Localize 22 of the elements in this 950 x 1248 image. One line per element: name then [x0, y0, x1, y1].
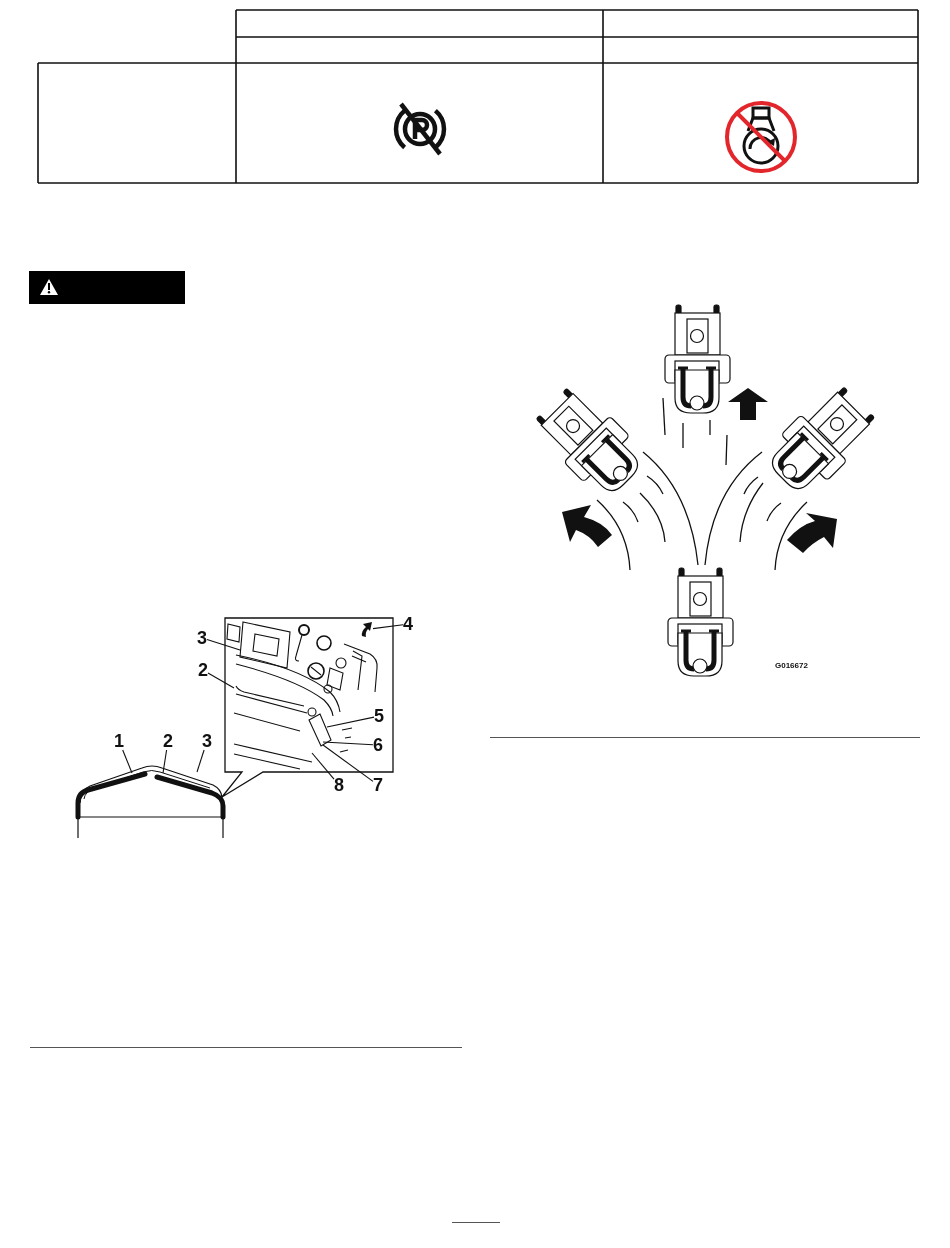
- callout-number: 1: [114, 732, 124, 750]
- leader-line: [326, 716, 375, 728]
- leader-line: [162, 749, 168, 774]
- leader-line: [207, 672, 235, 689]
- leader-line: [196, 749, 205, 773]
- curved-arrow-icon: [360, 621, 373, 638]
- callout-number: 3: [202, 732, 212, 750]
- leader-line: [322, 741, 374, 746]
- callout-number: 3: [197, 629, 207, 647]
- leader-line: [122, 749, 133, 774]
- callout-number: 4: [403, 615, 413, 633]
- callout-number: 6: [373, 736, 383, 754]
- leader-line: [372, 624, 404, 630]
- callout-number: 5: [374, 707, 384, 725]
- callout-number: 2: [198, 661, 208, 679]
- leader-line: [322, 744, 374, 782]
- callout-number: 7: [373, 776, 383, 794]
- leader-line: [206, 639, 241, 651]
- callout-number: 2: [163, 732, 173, 750]
- callout-number: 8: [334, 776, 344, 794]
- figure-code: G016672: [775, 661, 808, 670]
- leader-line: [311, 752, 335, 780]
